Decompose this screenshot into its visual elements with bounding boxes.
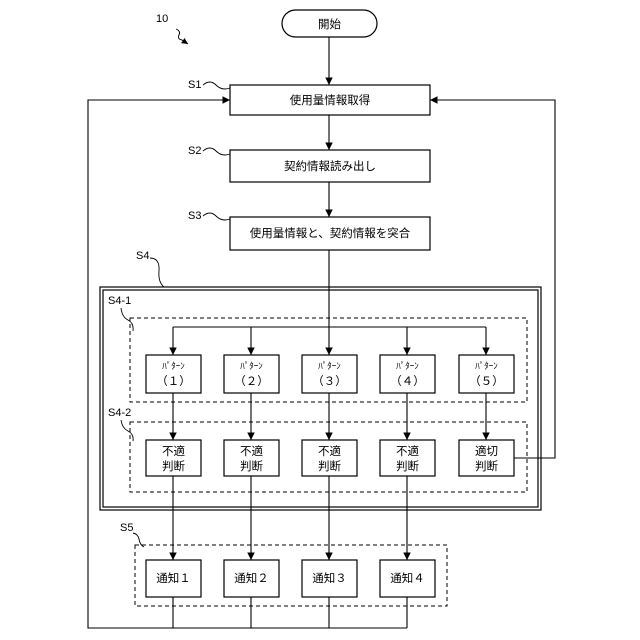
judgment-1: 不適 判断 (146, 440, 201, 476)
s4-leader (150, 258, 164, 287)
judgment-line2: 判断 (396, 459, 419, 473)
pattern-3: ﾊﾟﾀｰﾝ （３） (302, 355, 357, 393)
judgment-line2: 判断 (475, 459, 498, 473)
judgment-4: 不適 判断 (380, 440, 435, 476)
loop-appropriate-to-s1 (430, 100, 555, 458)
pattern-number: （３） (312, 374, 347, 388)
s2-label: 契約情報読み出し (284, 159, 376, 173)
judgment-line2: 判断 (318, 459, 341, 473)
s1-step-id: S1 (188, 79, 201, 91)
pattern-title: ﾊﾟﾀｰﾝ (162, 361, 185, 372)
notification-3: 通知３ (302, 560, 357, 597)
pattern-title: ﾊﾟﾀｰﾝ (240, 361, 263, 372)
s4-1-step-id: S4-1 (108, 295, 131, 307)
judgment-line2: 判断 (240, 459, 263, 473)
s4-2-step-id: S4-2 (108, 407, 131, 419)
s1-label: 使用量情報取得 (290, 93, 371, 107)
s2-leader (203, 148, 230, 155)
figure-label: 10 (156, 13, 168, 25)
pattern-title: ﾊﾟﾀｰﾝ (396, 361, 419, 372)
s1-leader (203, 82, 230, 89)
s3-label: 使用量情報と、契約情報を突合 (250, 226, 411, 240)
s3-leader (203, 213, 230, 220)
notification-2: 通知２ (224, 560, 279, 597)
notification-label: 通知２ (234, 571, 269, 585)
judgment-line1: 不適 (396, 444, 419, 458)
pattern-number: （４） (390, 374, 425, 388)
notification-4: 通知４ (380, 560, 435, 597)
s4-1-leader (121, 308, 133, 331)
judgment-line2: 判断 (162, 459, 185, 473)
judgment-line1: 不適 (240, 444, 263, 458)
judgment-line1: 不適 (318, 444, 341, 458)
notification-label: 通知１ (156, 571, 191, 585)
figure-label-arrow (176, 29, 188, 44)
pattern-title: ﾊﾟﾀｰﾝ (318, 361, 341, 372)
start-label: 開始 (318, 17, 341, 31)
judgment-3: 不適 判断 (302, 440, 357, 476)
pattern-5: ﾊﾟﾀｰﾝ （５） (459, 355, 514, 393)
s3-step-id: S3 (188, 210, 201, 222)
notification-1: 通知１ (146, 560, 201, 597)
judgment-5: 適切 判断 (459, 440, 514, 476)
judgment-2: 不適 判断 (224, 440, 279, 476)
pattern-2: ﾊﾟﾀｰﾝ （２） (224, 355, 279, 393)
s5-step-id: S5 (120, 522, 133, 534)
s2-step-id: S2 (188, 145, 201, 157)
pattern-4: ﾊﾟﾀｰﾝ （４） (380, 355, 435, 393)
pattern-title: ﾊﾟﾀｰﾝ (475, 361, 498, 372)
pattern-1: ﾊﾟﾀｰﾝ （１） (146, 355, 201, 393)
notification-label: 通知３ (312, 571, 347, 585)
s4-2-leader (121, 420, 133, 441)
pattern-number: （１） (156, 374, 191, 388)
s4-step-id: S4 (136, 250, 149, 262)
pattern-number: （２） (234, 374, 269, 388)
judgment-line1: 不適 (162, 444, 185, 458)
pattern-number: （５） (469, 374, 504, 388)
notification-label: 通知４ (390, 571, 425, 585)
judgment-line1: 適切 (475, 444, 498, 458)
